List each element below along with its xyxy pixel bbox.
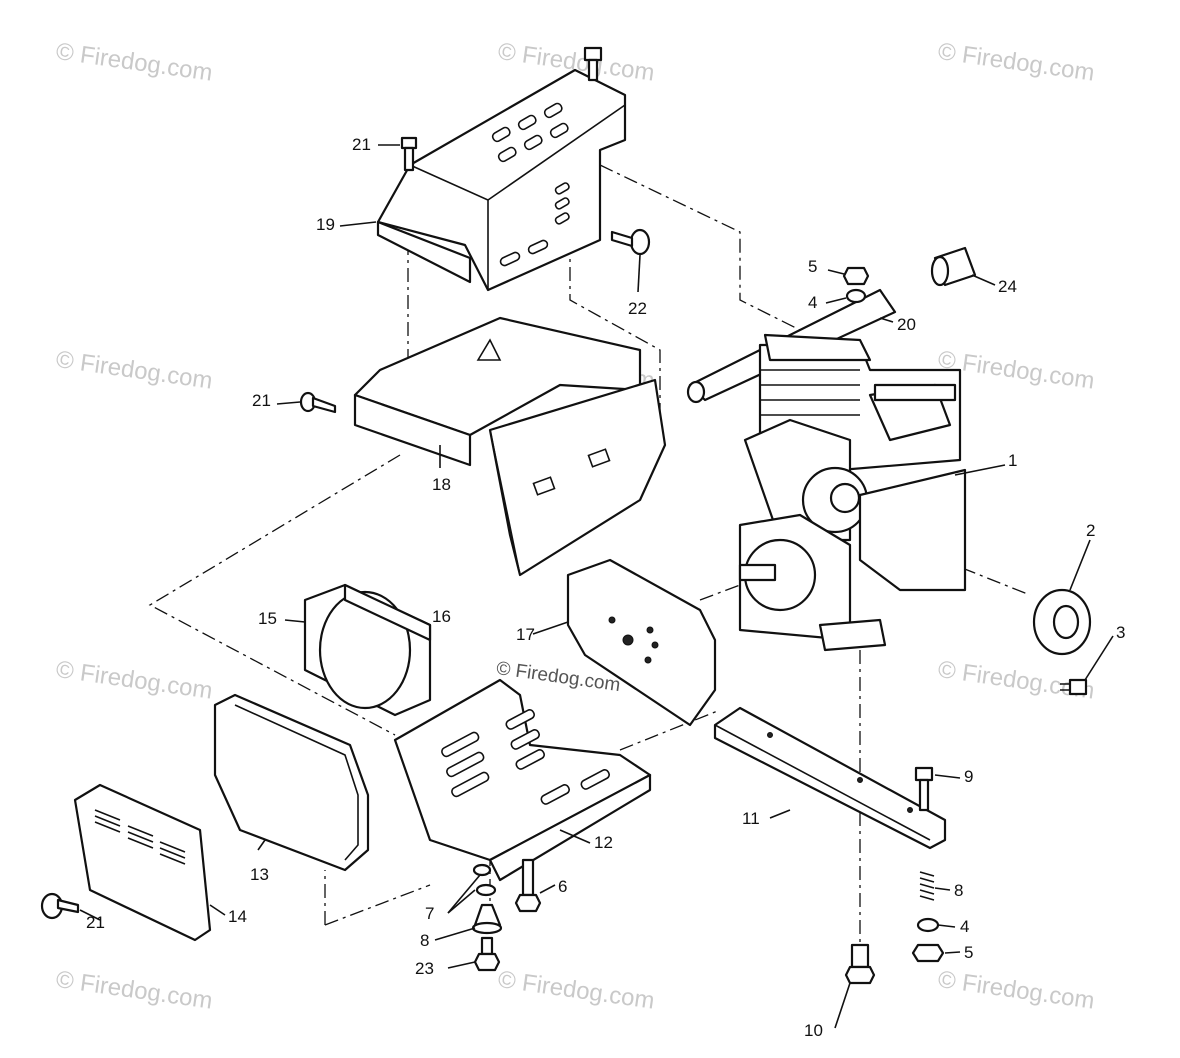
bolt-10: [844, 943, 876, 985]
callout-17: 17: [516, 625, 535, 644]
base-rail: [713, 706, 947, 850]
callout-22: 22: [628, 299, 647, 318]
callout-8: 8: [420, 931, 430, 950]
callout-15: 15: [258, 609, 277, 628]
callout-12: 12: [594, 833, 613, 852]
callout-2: 2: [1086, 521, 1096, 540]
washers-7: [472, 863, 497, 897]
callout-20: 20: [897, 315, 916, 334]
callout-19: 19: [316, 215, 335, 234]
bolt-21-top: [400, 136, 418, 172]
engine-plate: [566, 558, 717, 727]
callout-21: 21: [252, 391, 271, 410]
belt-guard-frame: [353, 316, 667, 577]
belt-guard-upper: [376, 68, 627, 292]
bolt-21-low: [40, 892, 80, 920]
front-cover: [73, 783, 212, 942]
bolt-top-center: [583, 46, 603, 82]
callout-24: 24: [998, 277, 1017, 296]
callout-23: 23: [415, 959, 434, 978]
callout-21: 21: [352, 135, 371, 154]
bolt-3: [1060, 678, 1088, 696]
leader-lines: [79, 144, 1114, 1029]
nut-5-low: [911, 943, 945, 963]
callout-6: 6: [558, 877, 568, 896]
callout-8: 8: [954, 881, 964, 900]
callout-21: 21: [86, 913, 105, 932]
callout-4: 4: [808, 293, 818, 312]
callout-10: 10: [804, 1021, 823, 1040]
callout-14: 14: [228, 907, 247, 926]
spring-8: [919, 871, 935, 901]
pulley-hub: [1032, 588, 1092, 656]
callout-18: 18: [432, 475, 451, 494]
callout-9: 9: [964, 767, 974, 786]
washer-4-low: [916, 917, 940, 933]
callout-13: 13: [250, 865, 269, 884]
nut-washer-upper: [842, 266, 870, 304]
callout-1: 1: [1008, 451, 1018, 470]
ring-bracket: [303, 583, 432, 717]
callout-16: 16: [432, 607, 451, 626]
bolt-9: [914, 766, 934, 812]
engine: [738, 333, 967, 652]
callout-7: 7: [425, 904, 435, 923]
bolt-22: [610, 228, 651, 256]
callout-11: 11: [742, 809, 760, 828]
callout-5: 5: [964, 943, 974, 962]
side-panel: [213, 693, 370, 872]
callout-3: 3: [1116, 623, 1126, 642]
bolt-6: [514, 858, 542, 913]
bolt-23: [473, 936, 501, 972]
isolator-8: [471, 903, 503, 935]
tube-cap: [930, 246, 977, 287]
bolt-21-mid: [299, 391, 337, 414]
base-tray: [393, 678, 652, 882]
callout-5: 5: [808, 257, 818, 276]
callout-4: 4: [960, 917, 970, 936]
